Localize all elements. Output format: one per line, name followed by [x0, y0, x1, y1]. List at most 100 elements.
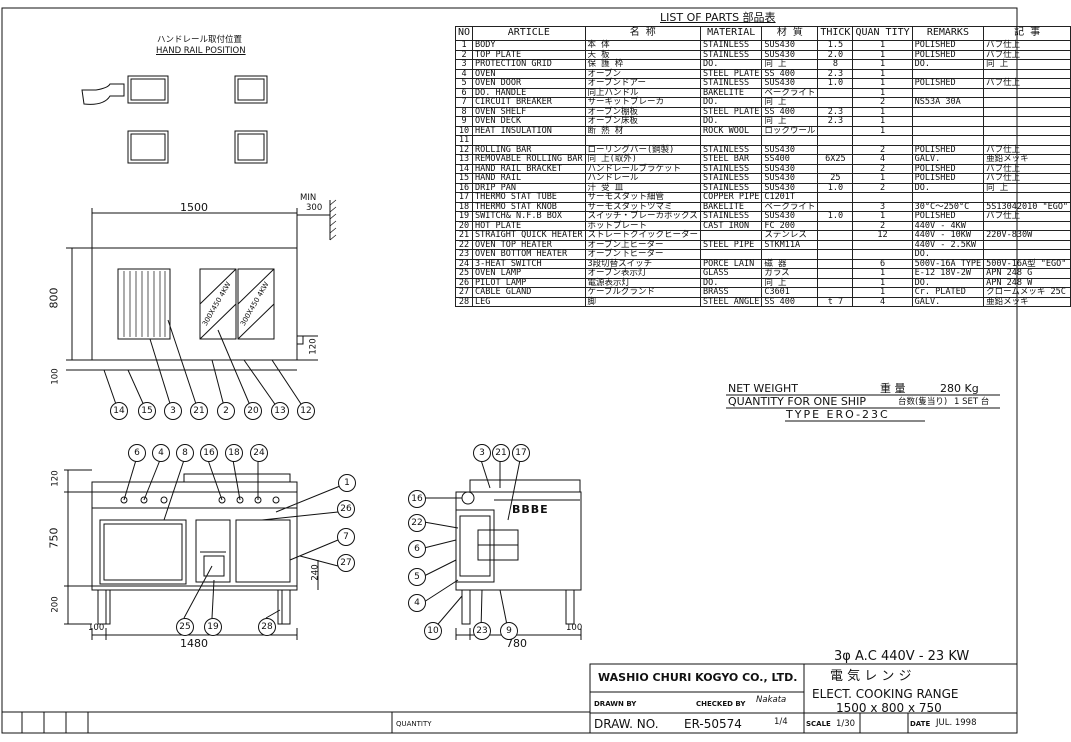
cell-thick	[817, 287, 854, 298]
cell-material-jp: ロックウール	[761, 125, 819, 136]
dim-min-300: 300	[306, 203, 323, 213]
cell-remarks-jp	[983, 249, 1071, 260]
cell-article: OVEN DECK	[472, 116, 586, 127]
cell-no: 7	[454, 97, 474, 108]
cell-material-jp: ガラス	[761, 268, 819, 279]
header-thick: THICK	[817, 26, 854, 41]
cell-no: 28	[454, 296, 474, 307]
callout-2: 2	[217, 402, 235, 420]
net-weight-jp: 重 量	[880, 382, 906, 395]
callout-side-4: 4	[408, 594, 426, 612]
technical-drawing	[1, 7, 1018, 734]
cell-quantity	[852, 192, 913, 203]
cell-quantity: 1	[852, 125, 913, 136]
cell-material: STAINLESS	[700, 49, 763, 60]
dim-front-1480: 1480	[180, 637, 208, 650]
callout-1: 1	[338, 474, 356, 492]
company-name: WASHIO CHURI KOGYO CO., LTD.	[598, 671, 798, 684]
cell-remarks-jp	[983, 125, 1071, 136]
cell-remarks: DO.	[911, 249, 985, 260]
cell-remarks: Cr. PLATED	[911, 287, 985, 298]
cell-material-jp: C1201T	[761, 192, 819, 203]
callout-20: 20	[244, 402, 262, 420]
cell-quantity: 1	[852, 173, 913, 184]
cell-article: 3-HEAT SWITCH	[472, 258, 586, 269]
cell-material-jp: 同 上	[761, 97, 819, 108]
callout-7: 7	[337, 528, 355, 546]
cell-thick	[817, 268, 854, 279]
cell-remarks-jp	[983, 135, 1071, 146]
callout-28: 28	[258, 618, 276, 636]
scale-value: 1/30	[836, 719, 856, 729]
cell-no: 3	[454, 59, 474, 70]
cell-remarks: GALV.	[911, 296, 985, 307]
cell-remarks-jp	[983, 116, 1071, 127]
cell-thick: 8	[817, 59, 854, 70]
callout-26: 26	[337, 500, 355, 518]
cell-material: STEEL PIPE	[700, 239, 763, 250]
cell-article	[472, 135, 586, 146]
cell-quantity: 4	[852, 296, 913, 307]
header-remarks: REMARKS	[911, 26, 985, 41]
cell-thick	[817, 249, 854, 260]
callout-side-21: 21	[492, 444, 510, 462]
callout-19: 19	[204, 618, 222, 636]
cell-article: LEG	[472, 296, 586, 307]
cell-material: DO.	[700, 97, 763, 108]
cell-material: STAINLESS	[700, 40, 763, 51]
cell-quantity: 2	[852, 182, 913, 193]
cell-no: 15	[454, 173, 474, 184]
cell-material-jp	[761, 249, 819, 260]
cell-name-jp: 保 護 枠	[584, 59, 702, 70]
cell-remarks-jp: 220V-830W	[983, 230, 1071, 241]
cell-remarks-jp: 亜鉛メッキ	[983, 296, 1071, 307]
header-quantity: QUAN TITY	[852, 26, 913, 41]
cell-name-jp: サーキットブレーカ	[584, 97, 702, 108]
cell-material: DO.	[700, 116, 763, 127]
checker-signature: Nakata	[756, 695, 787, 705]
cell-quantity: 4	[852, 154, 913, 165]
cell-thick: 1.0	[817, 211, 854, 222]
cell-article: OVEN LAMP	[472, 268, 586, 279]
header-remarks-jp: 記 事	[983, 26, 1071, 41]
cell-article: HAND RAIL	[472, 173, 586, 184]
cell-remarks: NS53A 30A	[911, 97, 985, 108]
cell-name-jp: オーブン床板	[584, 116, 702, 127]
power-spec: 3φ A.C 440V - 23 KW	[834, 649, 970, 664]
cell-remarks-jp: 亜鉛メッキ	[983, 154, 1071, 165]
cell-name-jp: オーブンドアー	[584, 78, 702, 89]
header-no: NO	[454, 26, 474, 41]
cell-thick	[817, 239, 854, 250]
drawn-by-label: DRAWN BY	[594, 700, 637, 708]
cell-thick: 1.0	[817, 182, 854, 193]
callout-side-9: 9	[500, 622, 518, 640]
dim-front-100: 100	[88, 623, 105, 633]
dim-100: 100	[50, 368, 61, 385]
callout-side-5: 5	[408, 568, 426, 586]
cell-material	[700, 135, 763, 146]
cell-quantity: 12	[852, 230, 913, 241]
parts-list-title: LIST OF PARTS 部品表	[660, 11, 776, 24]
cell-article: OVEN BOTTOM HEATER	[472, 249, 586, 260]
cell-no: 5	[454, 78, 474, 89]
checked-by-label: CHECKED BY	[696, 700, 746, 708]
cell-remarks: POLISHED	[911, 173, 985, 184]
cell-quantity: 1	[852, 78, 913, 89]
cell-material: STEEL PLATE	[700, 106, 763, 117]
cell-material	[700, 249, 763, 260]
cell-material-jp: SS 400	[761, 296, 819, 307]
cell-quantity: 1	[852, 59, 913, 70]
cell-article: HAND RAIL BRACKET	[472, 163, 586, 174]
cell-quantity: 2	[852, 97, 913, 108]
callout-side-17: 17	[512, 444, 530, 462]
cell-thick: 25	[817, 173, 854, 184]
